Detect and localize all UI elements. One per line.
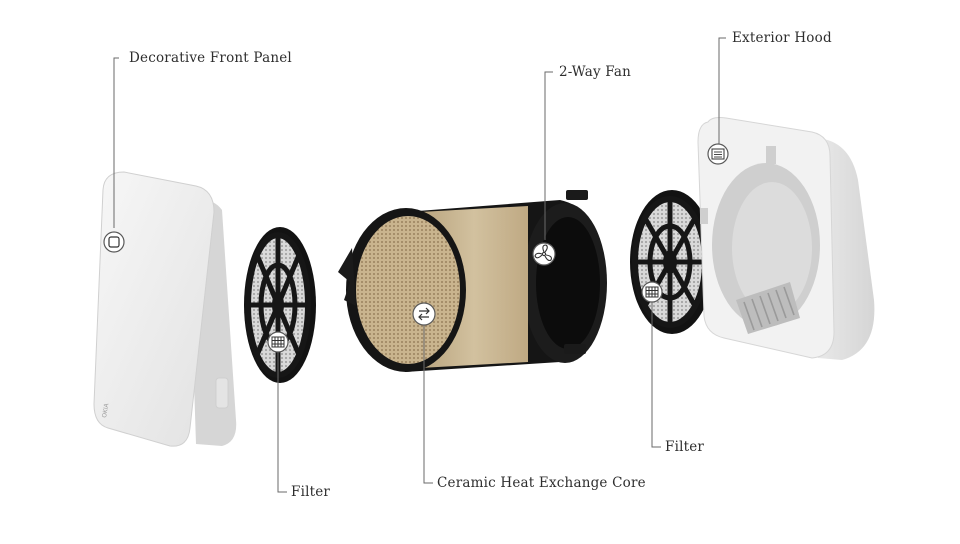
- hood-grille-slats: [743, 286, 795, 331]
- badge-core: [412, 302, 436, 326]
- badge-hood: [707, 143, 729, 165]
- badge-filter-left: [267, 331, 289, 353]
- housing-tab: [338, 248, 356, 306]
- filter-left-hub: [272, 292, 284, 318]
- panel-brand: OKIA: [101, 402, 111, 418]
- hood-side-notch: [700, 208, 708, 224]
- front-panel-clip: [215, 377, 229, 409]
- housing-back-inner: [536, 217, 600, 349]
- badge-filter-right: [641, 281, 663, 303]
- callout-line-front-panel: [113, 57, 119, 228]
- hood-notch: [766, 146, 776, 164]
- callout-line-filter-right: [651, 302, 661, 448]
- badge-front-panel: [103, 231, 125, 253]
- square-icon: [108, 236, 120, 248]
- callout-line-fan: [544, 71, 553, 240]
- filter-grid-icon: [645, 286, 659, 298]
- housing-clip-bottom: [564, 344, 586, 354]
- badge-fan: [532, 242, 556, 266]
- callout-lines: [113, 37, 726, 493]
- filter-right-hub: [663, 250, 677, 274]
- core-honeycomb-face: [356, 216, 460, 364]
- vent-grille-icon: [711, 148, 725, 160]
- callout-line-core: [423, 324, 433, 484]
- fan-icon: [534, 244, 552, 262]
- housing-clip-top: [566, 190, 588, 200]
- label-filter-right: Filter: [665, 439, 705, 455]
- front-panel: OKIA: [93, 171, 237, 447]
- callout-line-exterior-hood: [718, 37, 726, 145]
- label-front-panel: Decorative Front Panel: [129, 50, 292, 66]
- label-core: Ceramic Heat Exchange Core: [437, 475, 646, 491]
- filter-grid-icon: [271, 336, 285, 348]
- core-assembly: [338, 190, 607, 372]
- hood-opening-inner: [732, 182, 812, 314]
- filter-left: [244, 227, 316, 383]
- swap-arrows-icon: [418, 307, 430, 321]
- label-exterior-hood: Exterior Hood: [732, 30, 832, 46]
- hood-grille: [736, 282, 800, 334]
- exterior-hood: [697, 117, 875, 360]
- callout-line-filter-left: [277, 352, 287, 493]
- label-fan: 2-Way Fan: [559, 64, 632, 80]
- label-filter-left: Filter: [291, 484, 331, 500]
